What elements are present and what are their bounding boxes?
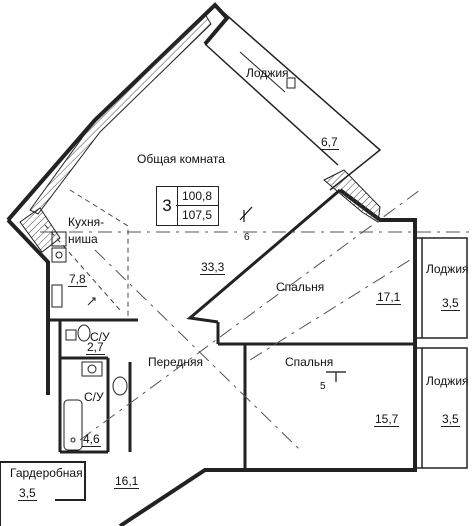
toilet-icon-2	[112, 376, 128, 396]
room-area-bathroom-1: 2,7	[86, 340, 105, 355]
section-mark-6-label: 6	[244, 232, 250, 243]
total-living-area: 100,8	[176, 187, 218, 206]
section-mark-5-label: 5	[320, 381, 326, 392]
room-name-loggia-right-2: Лоджия	[426, 374, 469, 388]
section-mark-6	[239, 206, 253, 222]
room-name-loggia-top: Лоджия	[246, 66, 289, 80]
loggia-top-outline	[204, 4, 382, 191]
guide-lines	[40, 189, 470, 451]
toilet-icon	[77, 324, 91, 342]
room-name-kitchen: Кухня- ниша	[68, 215, 105, 246]
room-area-loggia-top: 6,7	[320, 135, 339, 150]
totals-box: 100,8 107,5	[176, 186, 219, 226]
room-area-wardrobe: 3,5	[18, 486, 37, 501]
wardrobe-outline	[0, 461, 86, 526]
bathtub-icon	[63, 399, 83, 451]
kitchen-zone-dashes	[44, 189, 129, 318]
room-area-hall: 16,1	[114, 474, 140, 489]
hatched-wall-w	[19, 207, 61, 253]
room-name-bedroom-2: Спальня	[285, 355, 334, 369]
room-area-loggia-right-2: 3,5	[441, 412, 460, 427]
room-area-kitchen: 7,8	[68, 272, 87, 287]
room-name-hall: Передняя	[148, 355, 204, 369]
loggias-right-outline	[414, 237, 468, 469]
sink-icon	[51, 247, 67, 263]
room-name-bathroom-1: С/У	[90, 330, 110, 344]
room-area-living: 33,3	[200, 260, 226, 275]
hatched-wall-nw	[29, 13, 212, 215]
room-area-bedroom-1: 17,1	[376, 290, 402, 305]
room-area-loggia-right-1: 3,5	[441, 296, 460, 311]
room-name-wardrobe: Гардеробная	[10, 466, 83, 480]
interior-walls	[48, 188, 415, 468]
fixtures	[51, 231, 128, 451]
rooms-count: 3	[156, 186, 178, 226]
room-area-bathroom-2: 4,6	[82, 432, 101, 447]
room-area-bedroom-2: 15,7	[374, 412, 400, 427]
stove-icon	[51, 231, 67, 247]
room-name-bedroom-1: Спальня	[276, 280, 325, 294]
room-name-living: Общая комната	[137, 152, 225, 166]
section-mark-5	[326, 371, 346, 382]
total-area: 107,5	[181, 208, 213, 222]
room-name-bathroom-2: С/У	[84, 390, 104, 404]
room-name-loggia-right-1: Лоджия	[426, 262, 469, 276]
